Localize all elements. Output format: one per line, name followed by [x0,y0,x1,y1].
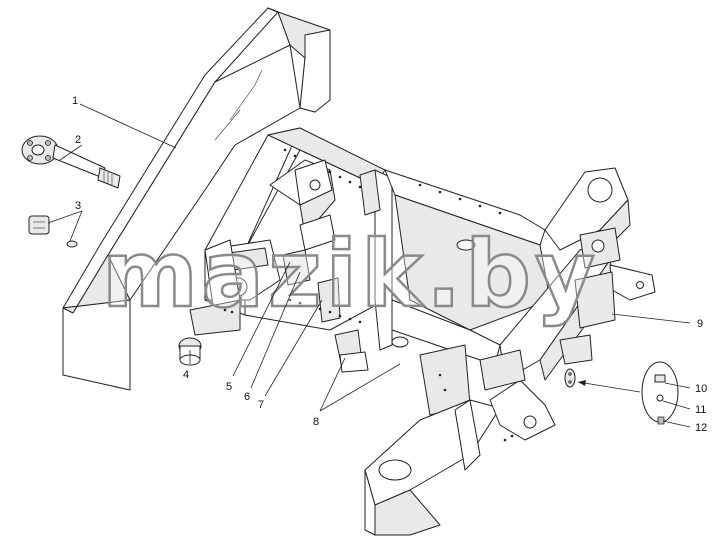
callout-10: 10 [695,383,707,395]
callout-3: 3 [75,200,81,212]
callout-7: 7 [258,399,264,411]
callout-2: 2 [75,134,81,146]
front-beam-part [62,7,331,391]
rear-subframe [364,167,656,536]
callout-1: 1 [72,95,78,107]
callout-12: 12 [695,422,707,434]
callout-4: 4 [183,369,189,381]
frame-rivets [223,148,362,324]
watermark-text: mazik.by [102,221,599,328]
callout-5: 5 [226,381,232,393]
small-bracket-part [28,215,78,248]
callout-labels: 1 2 3 4 5 6 7 8 9 10 11 12 [72,95,707,434]
frame-assembly [189,127,393,373]
callout-8: 8 [313,416,319,428]
leader-lines [47,103,691,428]
callout-6: 6 [244,391,250,403]
round-cover-part [564,361,679,425]
subframe-rivets [418,183,514,442]
cardan-shaft-part [21,135,121,189]
callout-9: 9 [697,318,703,330]
bushing-part [178,337,202,366]
callout-11: 11 [695,404,706,416]
